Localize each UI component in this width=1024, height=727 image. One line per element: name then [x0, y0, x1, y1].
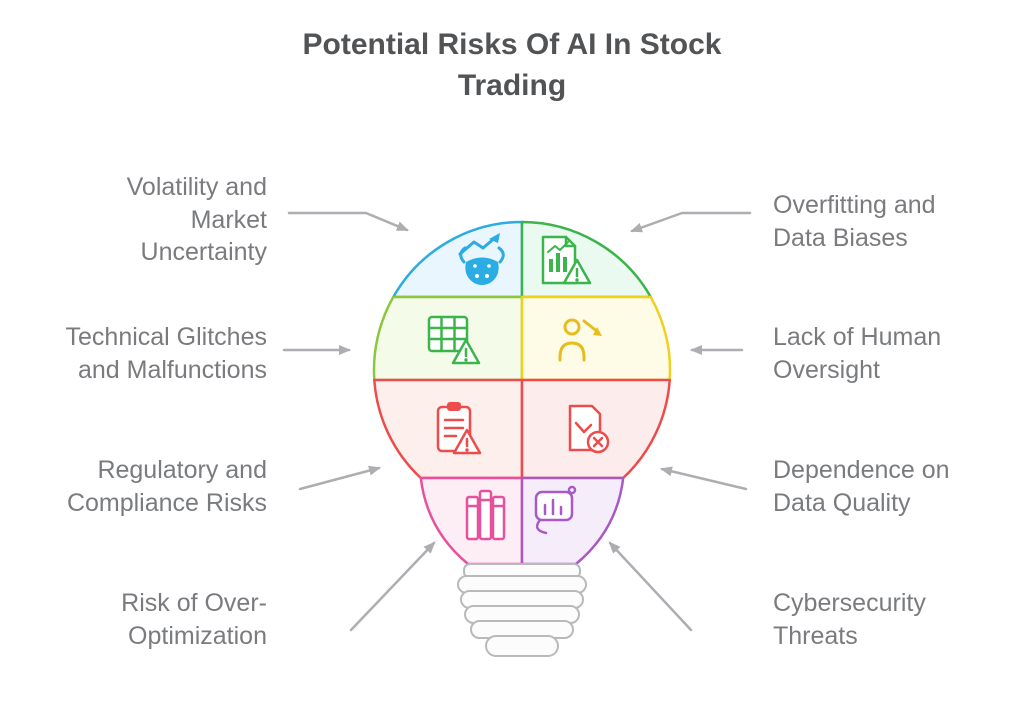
risk-label-cybersecurity: Cybersecurity Threats: [773, 589, 926, 650]
page-title: Potential Risks Of AI In Stock Trading: [302, 28, 722, 102]
chart-bubble-icon: [534, 485, 577, 535]
report-warning-icon: [541, 235, 592, 285]
risk-label-volatility: Volatility and Market Uncertainty: [126, 173, 267, 266]
risk-label-overfitting: Overfitting and Data Biases: [773, 191, 936, 252]
clipboard-warning-icon: [436, 402, 482, 455]
document-error-icon: [568, 404, 610, 454]
risk-label-technical-glitches: Technical Glitches and Malfunctions: [65, 323, 267, 384]
arrow-regulatory: [298, 465, 381, 491]
connector-arrows: [282, 211, 752, 632]
risk-label-human-oversight: Lack of Human Oversight: [773, 323, 942, 384]
risk-label-over-optimization: Risk of Over-Optimization: [121, 589, 267, 650]
segment-human-oversight: [520, 295, 672, 382]
person-decline-icon: [558, 318, 602, 362]
segment-overfitting: [520, 220, 652, 299]
books-icon: [465, 489, 506, 541]
arrow-cybersecurity: [608, 541, 693, 632]
bulb-screw-base: [457, 563, 587, 657]
arrow-overfitting: [630, 211, 752, 233]
bull-trend-icon: [458, 233, 505, 285]
arrow-data-quality: [660, 466, 748, 491]
risk-label-data-quality: Dependence on Data Quality: [773, 456, 950, 517]
risk-label-regulatory: Regulatory and Compliance Risks: [66, 456, 267, 517]
arrow-volatility: [287, 211, 409, 232]
table-warning-icon: [427, 315, 481, 365]
bulb-segments: [372, 220, 672, 566]
arrow-over-optimization: [349, 541, 436, 632]
